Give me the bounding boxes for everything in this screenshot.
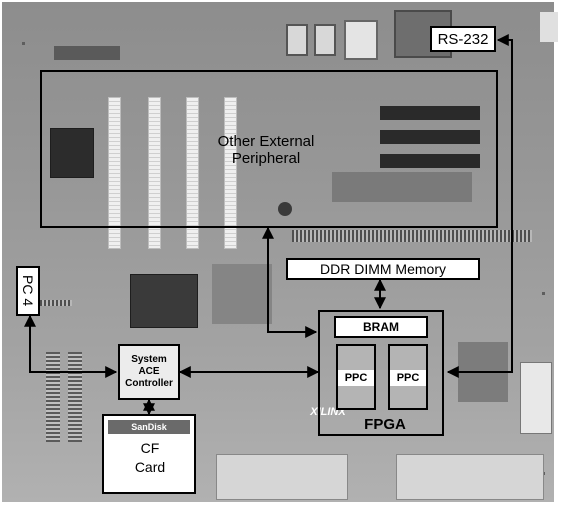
ppc-left-label: PPC	[338, 370, 374, 386]
system-ace-controller: System ACE Controller	[118, 344, 180, 400]
peripheral-label: Other External Peripheral	[196, 130, 336, 170]
fpga-label: FPGA	[350, 414, 420, 434]
cf-card-label: CF Card	[120, 438, 180, 478]
ppc-right-label: PPC	[390, 370, 426, 386]
rs232-label: RS-232	[430, 26, 496, 52]
arrow-peripheral-fpga	[268, 228, 316, 332]
arrow-pc4-systemace	[30, 316, 116, 372]
pc4-label: PC 4	[16, 266, 40, 316]
bram-label: BRAM	[334, 316, 428, 338]
sandisk-logo: SanDisk	[108, 420, 190, 434]
ddr-memory-label: DDR DIMM Memory	[286, 258, 480, 280]
